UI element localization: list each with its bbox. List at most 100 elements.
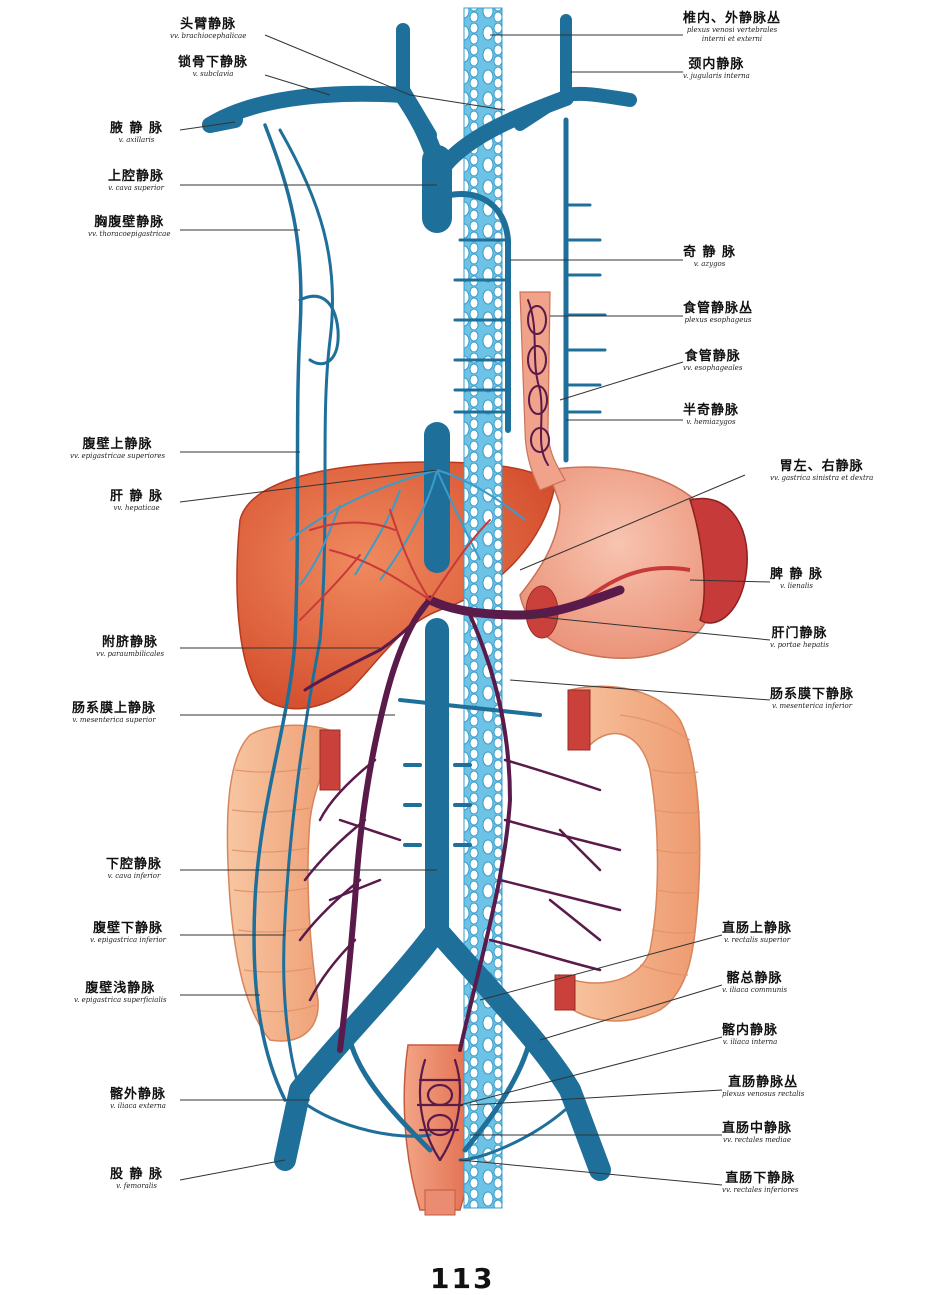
label-la2: interni et externi [701, 35, 763, 43]
label-paraumbilical: 附脐静脉 vv. paraumbilicales [96, 636, 164, 658]
label-la: v. mesenterica inferior [771, 702, 853, 710]
label-la: vv. hepaticae [113, 504, 160, 512]
descending-colon [554, 685, 701, 1022]
label-la: v. lienalis [780, 582, 813, 590]
label-gastric: 胃左、右静脉 vv. gastrica sinistra et dextra [770, 460, 873, 482]
label-thoracoepigastric: 胸腹壁静脉 vv. thoracoepigastricae [88, 216, 170, 238]
label-la: vv. paraumbilicales [96, 650, 165, 658]
label-la: v. axillaris [118, 136, 155, 144]
systemic-veins [202, 14, 637, 1181]
label-cn: 颈内静脉 [688, 57, 745, 72]
label-cn: 胃左、右静脉 [779, 459, 864, 474]
label-cn: 腹壁浅静脉 [85, 981, 156, 996]
label-la: v. rectalis superior [723, 936, 791, 944]
label-ext-iliac: 髂外静脉 v. iliaca externa [110, 1088, 166, 1110]
label-cn: 直肠下静脉 [725, 1171, 796, 1186]
label-cn: 直肠静脉丛 [728, 1075, 799, 1090]
label-la: vv. gastrica sinistra et dextra [770, 474, 874, 482]
label-cn: 椎内、外静脉丛 [683, 11, 782, 26]
esophagus [519, 291, 566, 491]
label-la: vv. epigastricae superiores [70, 452, 166, 460]
label-cn: 直肠上静脉 [722, 921, 793, 936]
label-cn: 腋 静 脉 [110, 121, 164, 136]
label-cn: 下腔静脉 [106, 857, 163, 872]
label-cn: 髂总静脉 [726, 971, 783, 986]
label-la: v. iliaca externa [110, 1102, 166, 1110]
label-la: v. epigastrica superficialis [74, 996, 167, 1004]
label-hemiazygos: 半奇静脉 v. hemiazygos [683, 404, 739, 426]
label-cn: 食管静脉 [684, 349, 741, 364]
label-inf-mesenteric: 肠系膜下静脉 v. mesenterica inferior [770, 688, 854, 710]
label-inf-rectal: 直肠下静脉 vv. rectales inferiores [722, 1172, 798, 1194]
label-cn: 脾 静 脉 [770, 567, 824, 582]
label-cn: 腹壁上静脉 [82, 437, 153, 452]
label-vertebral-plexus: 椎内、外静脉丛 plexus venosi vertebrales intern… [683, 12, 781, 43]
label-la: v. azygos [693, 260, 726, 268]
label-rectal-plexus: 直肠静脉丛 plexus venosus rectalis [722, 1076, 804, 1098]
label-la: v. iliaca communis [722, 986, 788, 994]
label-cn: 肠系膜上静脉 [72, 701, 157, 716]
label-cn: 胸腹壁静脉 [94, 215, 165, 230]
leader-lines [179, 34, 771, 1186]
label-cn: 锁骨下静脉 [178, 55, 249, 70]
label-cn: 肠系膜下静脉 [770, 687, 855, 702]
label-la: plexus esophageus [684, 316, 752, 324]
label-cn: 食管静脉丛 [683, 301, 754, 316]
label-portal: 肝门静脉 v. portae hepatis [770, 627, 829, 649]
label-la: v. epigastrica inferior [90, 936, 167, 944]
label-la: v. subclavia [192, 70, 234, 78]
page-number: 113 [430, 1262, 495, 1295]
label-la: v. femoralis [116, 1182, 157, 1190]
label-hepatic: 肝 静 脉 vv. hepaticae [110, 490, 163, 512]
label-inf-epigastric: 腹壁下静脉 v. epigastrica inferior [90, 922, 166, 944]
label-cn: 腹壁下静脉 [93, 921, 164, 936]
label-la: v. mesenterica superior [72, 716, 156, 724]
label-la: v. portae hepatis [770, 641, 829, 649]
label-la: v. iliaca interna [722, 1038, 778, 1046]
label-cn: 直肠中静脉 [722, 1121, 793, 1136]
label-subclavian: 锁骨下静脉 v. subclavia [178, 56, 248, 78]
label-la: v. cava superior [108, 184, 164, 192]
label-la: vv. rectales inferiores [722, 1186, 799, 1194]
label-superficial-epigastric: 腹壁浅静脉 v. epigastrica superficialis [74, 982, 167, 1004]
label-cn: 肝 静 脉 [110, 489, 164, 504]
label-cn: 肝门静脉 [771, 626, 828, 641]
portal-veins [298, 299, 625, 1162]
label-cn: 髂内静脉 [722, 1023, 779, 1038]
label-cn: 半奇静脉 [683, 403, 740, 418]
label-la: vv. thoracoepigastricae [88, 230, 171, 238]
label-cn: 奇 静 脉 [683, 245, 737, 260]
label-azygos: 奇 静 脉 v. azygos [683, 246, 736, 268]
label-la: vv. brachiocephalicae [170, 32, 247, 40]
label-common-iliac: 髂总静脉 v. iliaca communis [722, 972, 787, 994]
label-axillary: 腋 静 脉 v. axillaris [110, 122, 163, 144]
label-mid-rectal: 直肠中静脉 vv. rectales mediae [722, 1122, 792, 1144]
label-la: vv. rectales mediae [723, 1136, 791, 1144]
label-femoral: 股 静 脉 v. femoralis [110, 1168, 163, 1190]
label-cn: 髂外静脉 [110, 1087, 167, 1102]
label-sup-rectal: 直肠上静脉 v. rectalis superior [722, 922, 792, 944]
label-la: vv. esophageales [683, 364, 743, 372]
label-la: plexus venosi vertebrales [686, 26, 778, 34]
label-cn: 附脐静脉 [102, 635, 159, 650]
hepatic-veins [289, 469, 526, 586]
label-sup-mesenteric: 肠系膜上静脉 v. mesenterica superior [72, 702, 156, 724]
label-sup-epigastric: 腹壁上静脉 vv. epigastricae superiores [70, 438, 165, 460]
label-inf-vena-cava: 下腔静脉 v. cava inferior [106, 858, 162, 880]
label-splenic: 脾 静 脉 v. lienalis [770, 568, 823, 590]
label-esophageal-plexus: 食管静脉丛 plexus esophageus [683, 302, 753, 324]
label-sup-vena-cava: 上腔静脉 v. cava superior [108, 170, 164, 192]
label-esophageal: 食管静脉 vv. esophageales [683, 350, 742, 372]
label-cn: 头臂静脉 [180, 17, 237, 32]
spleen [689, 497, 748, 624]
label-la: plexus venosus rectalis [722, 1090, 805, 1098]
label-int-jugular: 颈内静脉 v. jugularis interna [683, 58, 750, 80]
label-brachiocephalic: 头臂静脉 vv. brachiocephalicae [170, 18, 246, 40]
label-la: v. hemiazygos [686, 418, 736, 426]
label-cn: 上腔静脉 [108, 169, 165, 184]
label-la: v. cava inferior [107, 872, 161, 880]
label-la: v. jugularis interna [683, 72, 750, 80]
label-cn: 股 静 脉 [110, 1167, 164, 1182]
label-int-iliac: 髂内静脉 v. iliaca interna [722, 1024, 778, 1046]
